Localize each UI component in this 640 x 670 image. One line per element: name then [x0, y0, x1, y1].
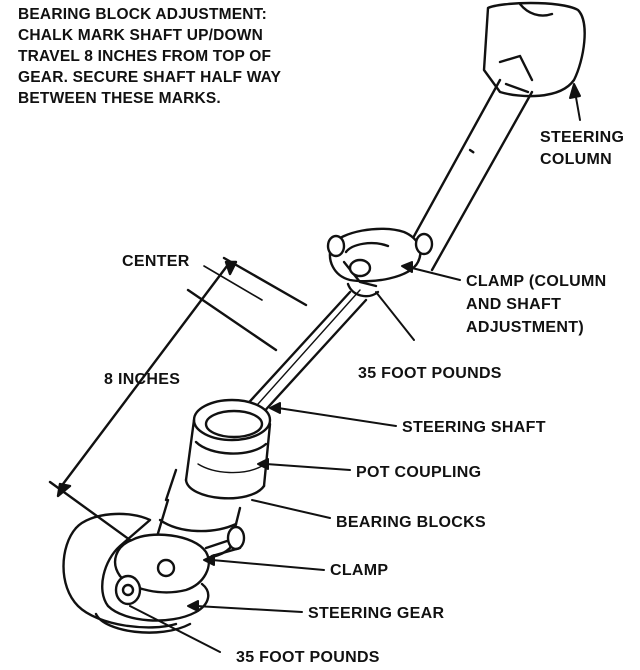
label-torque-bottom: 35 FOOT POUNDS — [236, 649, 380, 666]
upper-clamp — [326, 227, 434, 298]
note-line-4: GEAR. SECURE SHAFT HALF WAY — [18, 69, 282, 86]
label-8-inches: 8 INCHES — [104, 371, 181, 388]
label-steering-shaft: STEERING SHAFT — [402, 419, 546, 436]
label-pot-coupling: POT COUPLING — [356, 464, 482, 481]
label-center: CENTER — [122, 253, 190, 270]
note-line-2: CHALK MARK SHAFT UP/DOWN — [18, 27, 264, 44]
label-steering-column-1: STEERING — [540, 129, 625, 146]
steering-column — [400, 1, 586, 272]
steering-shaft — [240, 289, 368, 418]
note-line-1: BEARING BLOCK ADJUSTMENT: — [18, 6, 267, 23]
label-steering-column-2: COLUMN — [540, 151, 613, 168]
pot-coupling — [184, 398, 272, 500]
label-steering-gear: STEERING GEAR — [308, 605, 445, 622]
dimension-8-inches — [48, 256, 308, 542]
label-bearing-blocks: BEARING BLOCKS — [336, 514, 486, 531]
leader-lines — [129, 83, 581, 653]
label-clamp-lower: CLAMP — [330, 562, 389, 579]
note-line-5: BETWEEN THESE MARKS. — [18, 90, 221, 107]
label-clamp-column-3: ADJUSTMENT) — [466, 319, 584, 336]
adjustment-note: BEARING BLOCK ADJUSTMENT: CHALK MARK SHA… — [18, 4, 358, 109]
note-line-3: TRAVEL 8 INCHES FROM TOP OF — [18, 48, 272, 65]
lower-clamp — [113, 525, 246, 606]
label-clamp-column-1: CLAMP (COLUMN — [466, 273, 607, 290]
label-clamp-column-2: AND SHAFT — [466, 296, 562, 313]
label-torque-top: 35 FOOT POUNDS — [358, 365, 502, 382]
steering-gear — [62, 512, 210, 634]
